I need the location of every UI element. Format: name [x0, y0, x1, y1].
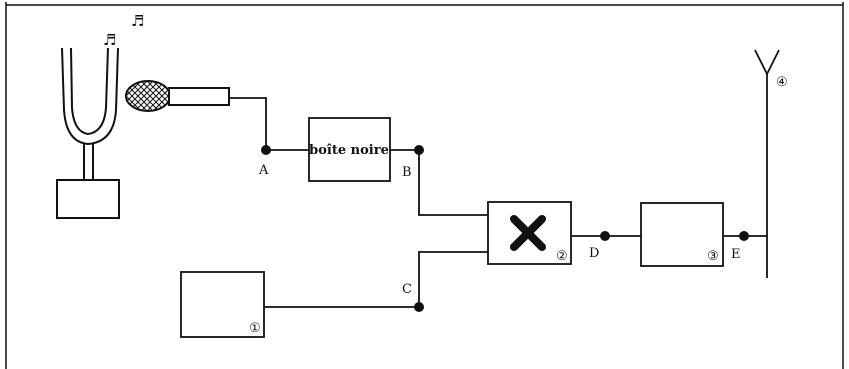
filter-number: ③: [707, 249, 719, 264]
point-label-b: B: [402, 165, 412, 180]
music-note-icon: ♬: [131, 12, 144, 30]
junction-c: [414, 302, 424, 312]
junction-a: [261, 145, 271, 155]
microphone-icon: [125, 80, 230, 112]
point-label-d: D: [589, 246, 599, 261]
oscillator-number: ①: [249, 321, 261, 336]
junction-d: [600, 231, 610, 241]
multiplier-block: ②: [487, 201, 572, 265]
wires: [229, 74, 768, 308]
point-label-a: A: [258, 163, 269, 178]
music-note-icon: ♬: [103, 31, 116, 49]
point-label-e: E: [731, 247, 741, 262]
black-box-block: boîte noire: [308, 117, 391, 182]
antenna-number: ④: [776, 75, 788, 90]
black-box-label: boîte noire: [309, 143, 389, 158]
junction-e: [739, 231, 749, 241]
junction-b: [414, 145, 424, 155]
antenna-icon: [754, 49, 780, 77]
filter-block: ③: [640, 202, 724, 267]
point-label-c: C: [402, 282, 412, 297]
multiplier-number: ②: [556, 249, 568, 264]
multiply-icon: [510, 215, 546, 251]
oscillator-block: ①: [180, 271, 265, 338]
junction-dots: [261, 145, 749, 312]
tuning-fork-icon: [56, 47, 120, 219]
frame: [5, 2, 844, 369]
